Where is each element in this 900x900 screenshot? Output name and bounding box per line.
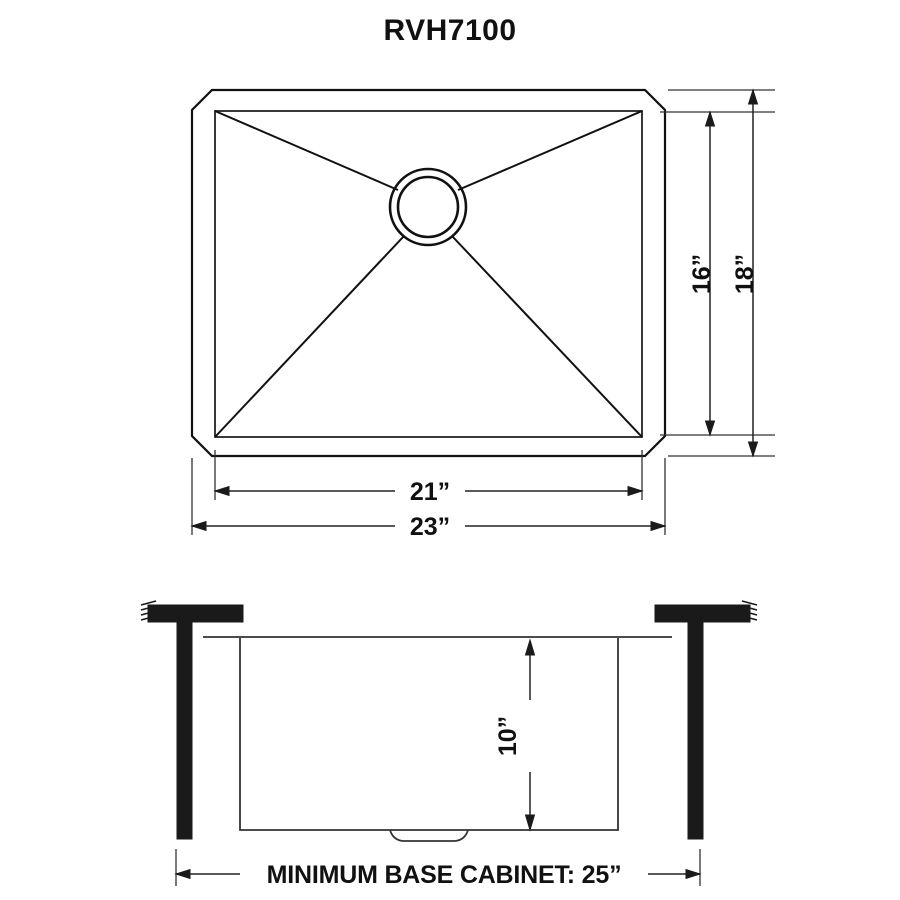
- sink-outer-rim: [190, 88, 667, 458]
- dimension-label-outer-width: 23”: [410, 513, 450, 541]
- right-cabinet-assembly: [654, 600, 758, 840]
- basin-slope-lines: [214, 110, 643, 438]
- left-cabinet-assembly: [140, 600, 244, 840]
- right-break-hatch: [741, 600, 758, 621]
- dimension-label-bowl-depth: 10”: [494, 716, 522, 756]
- drain-icon: [388, 167, 468, 247]
- sink-section-body: [203, 636, 672, 842]
- caption-min-base-cabinet: MINIMUM BASE CABINET: 25”: [267, 861, 622, 889]
- dimension-label-inner-depth: 16”: [688, 254, 716, 294]
- dimension-outer-depth: 18”: [731, 88, 759, 458]
- dimension-label-inner-width: 21”: [410, 478, 450, 506]
- left-break-hatch: [140, 600, 157, 621]
- depth-dimensions-group: 16” 18”: [660, 88, 775, 458]
- dimension-label-outer-depth: 18”: [731, 254, 759, 294]
- width-dimensions-group: 21” 23”: [190, 450, 667, 542]
- page-title: RVH7100: [383, 14, 516, 47]
- dimension-outer-width: 23”: [190, 510, 667, 542]
- dimension-inner-width: 21”: [213, 475, 644, 507]
- dimension-bowl-depth: 10”: [494, 638, 536, 832]
- sink-basin-bottom: [214, 110, 643, 438]
- dimension-min-base-cabinet: MINIMUM BASE CABINET: 25”: [174, 849, 702, 889]
- dimension-inner-depth: 16”: [688, 110, 716, 437]
